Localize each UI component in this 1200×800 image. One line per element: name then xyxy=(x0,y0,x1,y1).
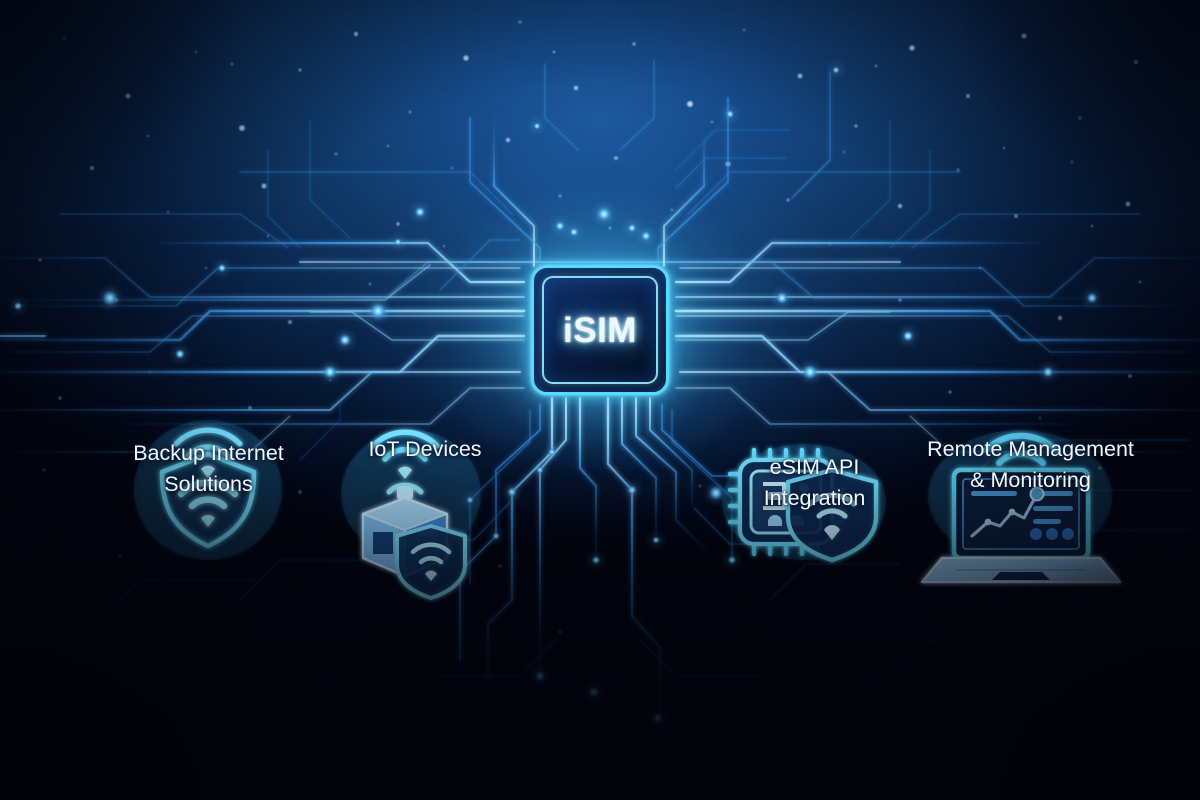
circuit-traces-top xyxy=(267,59,931,291)
chip-label: iSIM xyxy=(563,310,637,350)
feature-remote-management[interactable]: Remote Management & Monitoring xyxy=(908,424,1153,495)
isim-chip[interactable]: iSIM xyxy=(453,191,747,469)
feature-label-esim-api: eSIM API Integration xyxy=(763,455,866,510)
feature-label-backup-internet: Backup Internet Solutions xyxy=(133,441,284,496)
chip-body: iSIM xyxy=(531,265,669,395)
feature-esim-api[interactable]: eSIM API Integration xyxy=(722,442,907,513)
feature-backup-internet[interactable]: Backup Internet Solutions xyxy=(96,428,321,499)
chip-die: iSIM xyxy=(542,276,658,384)
circuit-traces-left xyxy=(0,119,901,453)
feature-iot-devices[interactable]: IoT Devices xyxy=(330,424,520,465)
feature-label-iot-devices: IoT Devices xyxy=(368,437,482,461)
feature-label-remote-management: Remote Management & Monitoring xyxy=(927,437,1134,492)
